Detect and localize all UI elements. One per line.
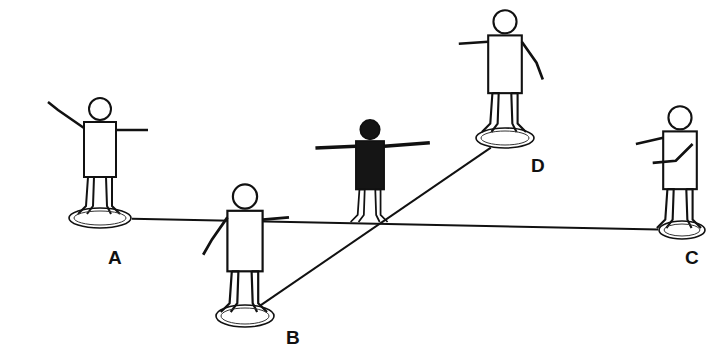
position-letter: B — [285, 328, 301, 348]
standing-disc: B — [215, 304, 275, 328]
disc-outline — [215, 304, 275, 328]
center-figure — [315, 120, 429, 222]
person-figure — [459, 10, 543, 132]
standing-disc: D — [475, 127, 535, 149]
standing-disc: C — [658, 220, 706, 240]
position-letter: C — [684, 248, 700, 268]
standing-disc: A — [68, 207, 132, 229]
position-letter: A — [107, 248, 123, 268]
disc-outline — [658, 220, 706, 240]
disc-outline — [68, 207, 132, 229]
person-figure — [203, 184, 289, 312]
person-figure — [636, 106, 701, 228]
person-figure — [48, 98, 148, 214]
ground-line — [132, 219, 658, 230]
position-letter: D — [530, 156, 546, 176]
disc-outline — [475, 127, 535, 149]
